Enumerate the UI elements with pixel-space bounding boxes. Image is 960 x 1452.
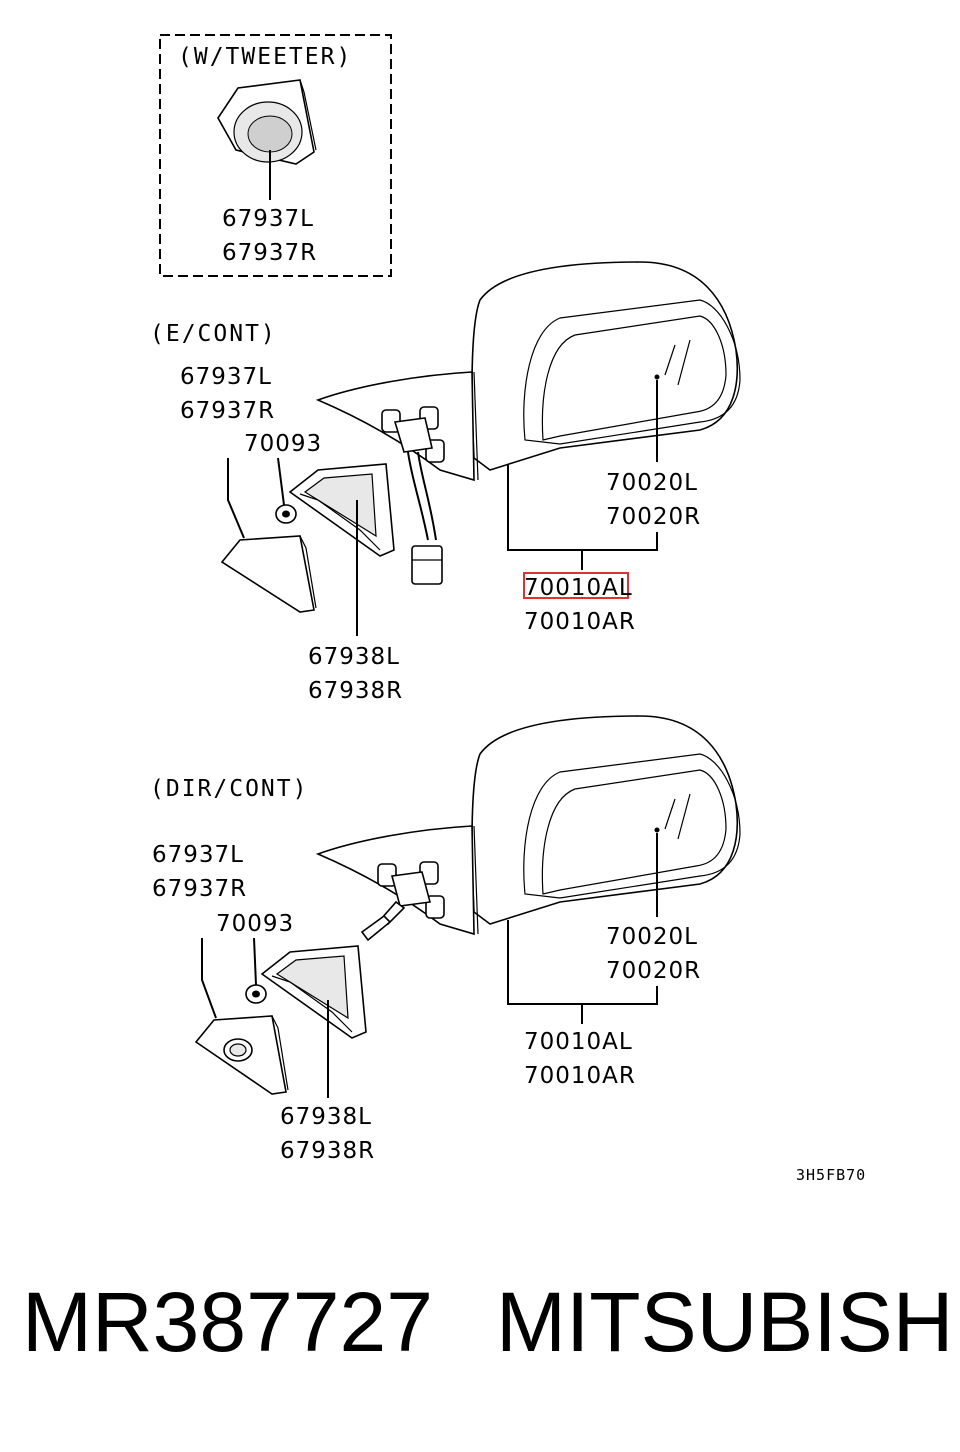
label-econt-67937L: 67937L (180, 364, 272, 390)
brand-name: MITSUBISHI (496, 1275, 960, 1369)
label-econt-70010AL: 70010AL (524, 575, 633, 601)
section-label-econt: (E/CONT) (150, 321, 277, 347)
label-dircont-67937L: 67937L (152, 842, 244, 868)
econt-motor-wiring (381, 406, 445, 585)
section-label-dircont: (DIR/CONT) (150, 776, 308, 802)
dircont-nut-70093 (245, 984, 267, 1004)
label-econt-67937R: 67937R (180, 398, 275, 424)
label-tweeter-67937R: 67937R (222, 240, 317, 266)
dircont-outer-cover-67937 (194, 1015, 289, 1095)
label-econt-70093: 70093 (244, 431, 322, 457)
tweeter-cover-part (217, 79, 317, 165)
label-dircont-67938L: 67938L (280, 1104, 372, 1130)
label-econt-67938L: 67938L (308, 644, 400, 670)
econt-nut-70093 (275, 504, 297, 524)
econt-mirror-housing (471, 261, 741, 471)
econt-inner-cover-67938 (288, 463, 395, 557)
label-dircont-70020L: 70020L (606, 924, 698, 950)
section-label-tweeter: (W/TWEETER) (178, 44, 352, 70)
dircont-inner-cover-67938 (260, 945, 367, 1039)
label-tweeter-67937L: 67937L (222, 206, 314, 232)
drawing-code: 3H5FB70 (796, 1166, 866, 1184)
part-number: MR387727 (22, 1275, 433, 1369)
footer: MR387727 MITSUBISHI (0, 1280, 960, 1400)
label-dircont-70020R: 70020R (606, 958, 701, 984)
dircont-motor-wiring (360, 861, 445, 942)
dircont-mirror-housing (471, 715, 741, 925)
label-econt-70010AR: 70010AR (524, 609, 636, 635)
label-dircont-67937R: 67937R (152, 876, 247, 902)
label-dircont-70010AL: 70010AL (524, 1029, 633, 1055)
econt-outer-cover-67937 (220, 535, 317, 613)
label-dircont-67938R: 67938R (280, 1138, 375, 1164)
label-econt-70020R: 70020R (606, 504, 701, 530)
label-dircont-70010AR: 70010AR (524, 1063, 636, 1089)
label-econt-70020L: 70020L (606, 470, 698, 496)
label-dircont-70093: 70093 (216, 911, 294, 937)
label-econt-67938R: 67938R (308, 678, 403, 704)
highlight-box-70010AL (523, 572, 629, 599)
tweeter-inset-box (159, 34, 392, 277)
